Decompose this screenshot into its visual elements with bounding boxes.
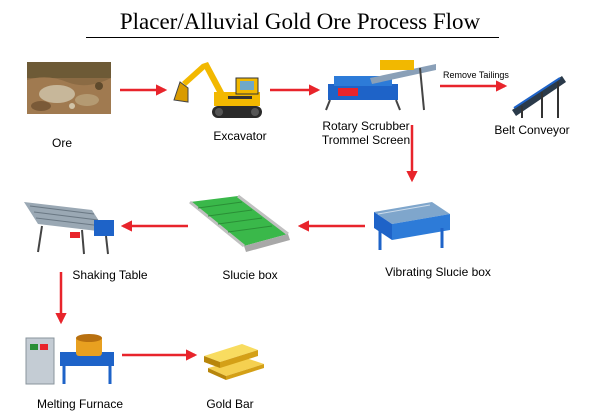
shaking-table-label: Shaking Table [72,268,148,282]
ore-image [27,62,111,114]
sluice-box-label: Slucie box [222,268,278,282]
excavator-image [173,62,262,118]
shaking-table-image [24,202,114,255]
vibrating-sluice-label: Vibrating Slucie box [385,265,491,279]
melting-furnace-label: Melting Furnace [36,397,124,411]
vibrating-sluice-image [374,202,450,250]
belt-conveyor-label: Belt Conveyor [494,123,570,137]
title-underline [86,37,499,38]
ore-label: Ore [51,136,72,150]
excavator-label: Excavator [213,129,267,143]
belt-conveyor-image [512,76,566,118]
gold-bar-image [204,344,264,380]
trommel-label-line2: Trommel Screen [321,133,411,147]
remove-tailings-label: Remove Tailings [443,70,509,80]
melting-furnace-image [25,334,114,385]
trommel-image [325,60,436,111]
sluice-box-image [189,194,290,252]
diagram-title: Placer/Alluvial Gold Ore Process Flow [119,9,481,34]
gold-bar-label: Gold Bar [206,397,254,411]
trommel-label-line1: Rotary Scrubber [322,119,410,133]
